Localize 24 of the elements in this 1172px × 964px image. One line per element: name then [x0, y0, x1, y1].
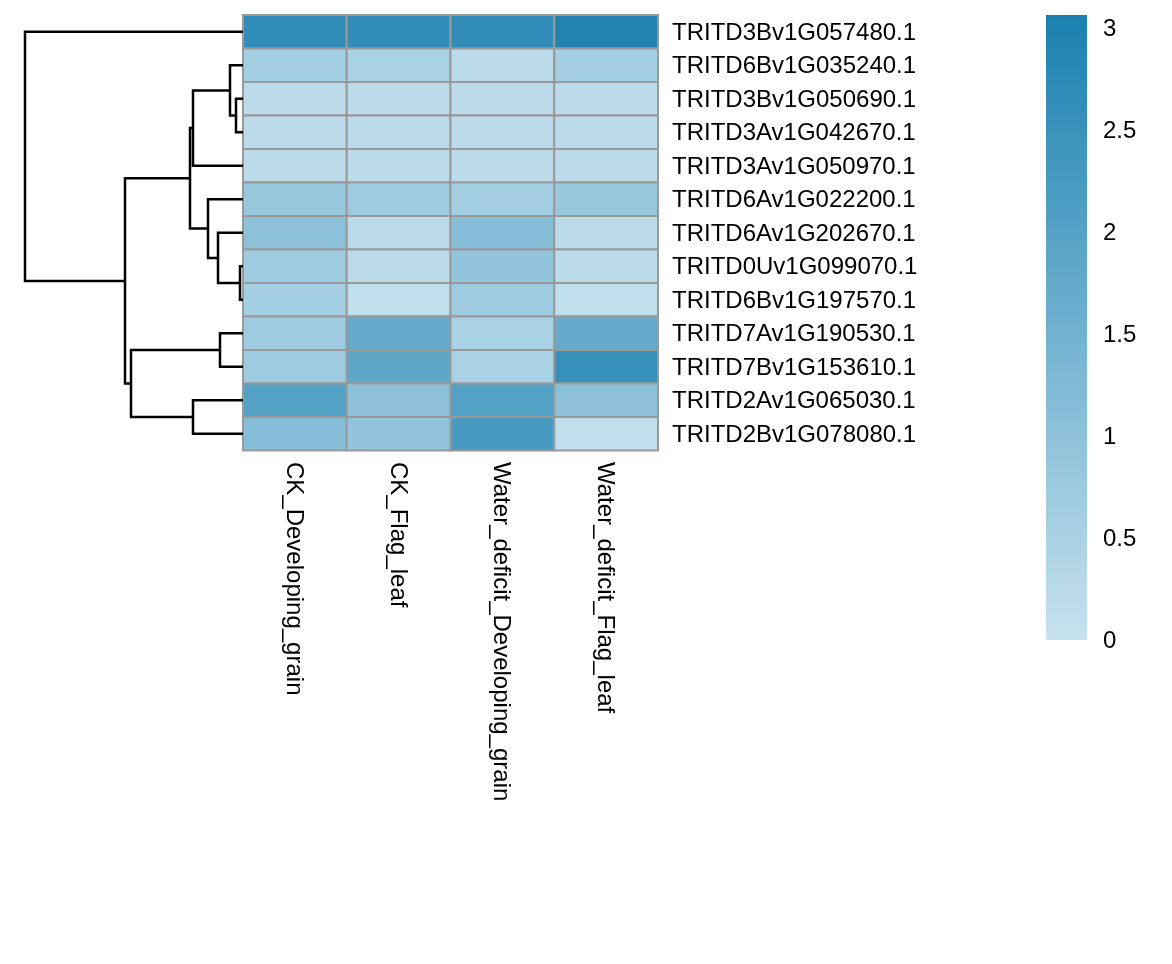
row-label: TRITD0Uv1G099070.1 [672, 252, 918, 281]
row-label: TRITD3Av1G042670.1 [672, 118, 916, 147]
row-label: TRITD7Av1G190530.1 [672, 319, 916, 348]
scale-tick-label: 0 [1103, 626, 1117, 654]
scale-tick-label: 1.5 [1103, 320, 1137, 348]
scale-tick-label: 2.5 [1103, 116, 1137, 144]
column-label: Water_deficit_Flag_leaf [592, 462, 621, 714]
row-label: TRITD3Bv1G057480.1 [672, 17, 917, 46]
row-label: TRITD6Av1G022200.1 [672, 185, 916, 214]
scale-tick-label: 3 [1103, 14, 1117, 42]
row-label: TRITD6Bv1G197570.1 [672, 285, 917, 314]
row-label: TRITD7Bv1G153610.1 [672, 352, 917, 381]
column-label: CK_Flag_leaf [384, 462, 413, 608]
row-label: TRITD3Av1G050970.1 [672, 151, 916, 180]
row-label: TRITD6Av1G202670.1 [672, 218, 916, 247]
column-label: CK_Developing_grain [280, 462, 309, 696]
row-label: TRITD3Bv1G050690.1 [672, 84, 917, 113]
scale-tick-label: 2 [1103, 218, 1117, 246]
row-label: TRITD6Bv1G035240.1 [672, 51, 917, 80]
column-label: Water_deficit_Developing_grain [488, 462, 517, 802]
row-label: TRITD2Av1G065030.1 [672, 386, 916, 415]
scale-tick-label: 0.5 [1103, 524, 1137, 552]
row-label: TRITD2Bv1G078080.1 [672, 419, 917, 448]
scale-tick-label: 1 [1103, 422, 1117, 450]
